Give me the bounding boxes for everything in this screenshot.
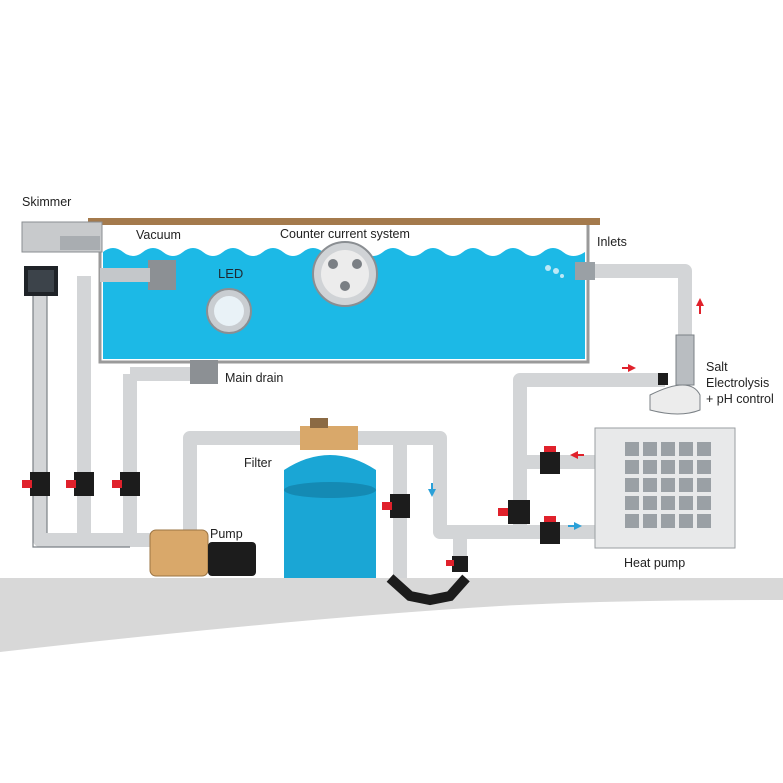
main-drain-icon [190,360,218,384]
sand-filter-icon [284,418,376,578]
ground [0,578,783,652]
valve-icon [22,446,560,572]
label-salt-3: + pH control [706,392,774,406]
drain-trap [386,574,470,606]
label-vacuum: Vacuum [136,228,181,242]
vacuum-inlet-icon [148,260,176,290]
label-inlets: Inlets [597,235,627,249]
label-filter: Filter [244,456,272,470]
led-light-icon [206,288,252,334]
label-skimmer: Skimmer [22,195,71,209]
pool-deck [88,218,600,225]
label-counter-current: Counter current system [280,227,410,241]
label-led: LED [218,266,243,281]
salt-chlorinator-icon [649,334,701,415]
label-main-drain: Main drain [225,371,283,385]
skimmer-icon [21,221,103,296]
heat-pump-icon [594,427,736,549]
label-pump: Pump [210,527,243,541]
pump-icon [149,529,256,577]
counter-current-jet-icon [312,241,378,307]
label-heat-pump: Heat pump [624,556,685,570]
label-salt-2: Electrolysis [706,376,769,390]
inlet-jet [545,262,595,280]
flow-arrow-icon [428,298,704,530]
label-salt-1: Salt [706,360,728,374]
